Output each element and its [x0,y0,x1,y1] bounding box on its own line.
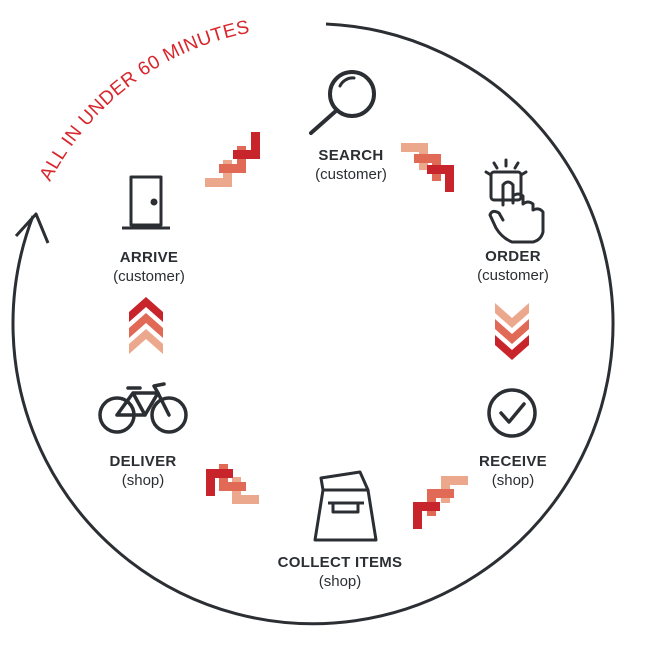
step-role: (customer) [113,268,185,285]
flow-arrow-deliver-to-arrive [129,297,163,354]
step-role: (shop) [491,472,535,489]
cycle-ring [11,22,615,626]
magnifier-icon [309,70,376,135]
flow-arrow-arrive-to-search [205,132,260,187]
flow-arrow-order-to-receive [495,303,529,360]
step-collect-items: COLLECT ITEMS (shop) [250,553,430,591]
step-deliver: DELIVER (shop) [88,452,198,490]
step-role: (customer) [477,267,549,284]
tap-finger-icon [484,158,545,244]
step-title: DELIVER [109,453,177,470]
flow-arrow-collect-to-deliver [206,464,259,504]
cycle-ring-arrowhead [14,212,50,244]
bicycle-icon [98,382,188,434]
shopping-bag-icon [313,470,378,542]
step-title: RECEIVE [479,453,547,470]
step-title: ORDER [485,248,541,265]
step-receive: RECEIVE (shop) [458,452,568,490]
flow-arrow-receive-to-collect [413,476,468,529]
door-icon [122,175,170,230]
flow-arrow-search-to-order [401,143,454,192]
step-title: SEARCH [318,147,384,164]
step-arrive: ARRIVE (customer) [84,248,214,286]
headline-textpath: ALL IN UNDER 60 MINUTES [36,17,251,185]
step-title: ARRIVE [119,249,179,266]
check-circle-icon [487,388,537,438]
headline-text: ALL IN UNDER 60 MINUTES [36,17,252,185]
step-title: COLLECT ITEMS [277,554,403,571]
step-search: SEARCH (customer) [276,146,426,184]
step-role: (customer) [315,166,387,183]
step-order: ORDER (customer) [448,247,578,285]
step-role: (shop) [121,472,165,489]
step-role: (shop) [318,573,362,590]
